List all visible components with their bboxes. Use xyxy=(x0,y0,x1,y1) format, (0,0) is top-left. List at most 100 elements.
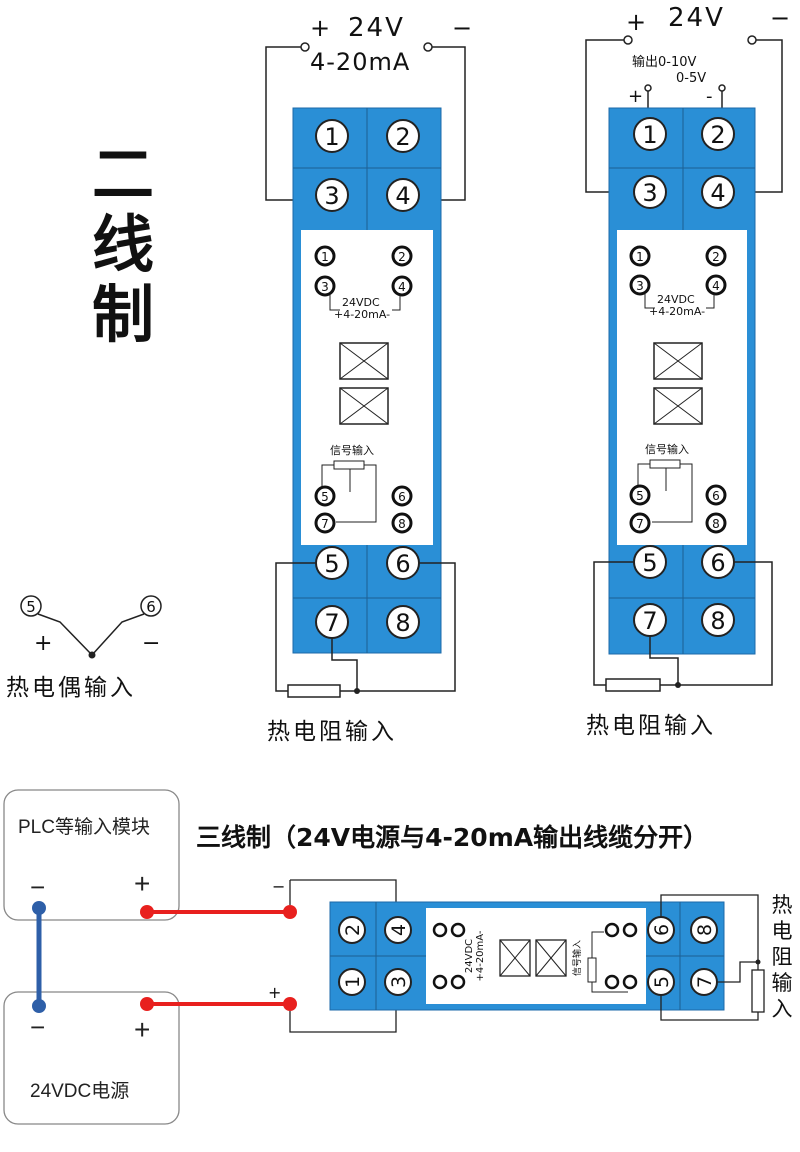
svg-text:7: 7 xyxy=(636,517,644,531)
left-module-caption: 热电阻输入 xyxy=(267,719,397,745)
svg-text:8: 8 xyxy=(395,609,410,637)
svg-text:5: 5 xyxy=(324,550,339,578)
svg-text:7: 7 xyxy=(324,609,339,637)
inner-label-4-20ma: +4-20mA- xyxy=(649,305,705,318)
svg-text:5: 5 xyxy=(642,549,657,577)
inner-terminal: 6 xyxy=(391,485,413,507)
tc-plus: + xyxy=(34,631,52,656)
display-icon xyxy=(653,342,703,425)
terminal-2: 2 xyxy=(701,117,735,151)
side-caption-char: 阻 xyxy=(771,945,793,969)
inner-terminal xyxy=(622,922,638,938)
terminal-5: 5 xyxy=(633,545,667,579)
left-signal-label: 4-20mA xyxy=(310,48,410,76)
tc-terminal-a: 5 xyxy=(26,598,36,616)
svg-text:1: 1 xyxy=(636,250,644,264)
right-module-caption: 热电阻输入 xyxy=(586,713,716,739)
terminal-6: 6 xyxy=(701,545,735,579)
plc-box-label: PLC等输入模块 xyxy=(18,817,150,838)
side-caption-char: 热 xyxy=(771,893,793,917)
right-supply-voltage: 24V xyxy=(668,3,725,33)
svg-text:1: 1 xyxy=(324,123,339,151)
display-icon xyxy=(499,939,567,977)
signal-input-label: 信号输入 xyxy=(645,442,689,456)
thermocouple-symbol: 5 6 + − xyxy=(20,595,162,659)
three-wire-side-caption: 热 电 阻 输 入 xyxy=(768,892,796,1022)
title-char: 制 xyxy=(91,278,154,351)
terminal-3: 3 xyxy=(633,175,667,209)
rtd-resistor-icon xyxy=(287,684,341,698)
svg-text:7: 7 xyxy=(694,976,716,988)
signal-input-label: 信号输入 xyxy=(330,443,374,457)
svg-text:7: 7 xyxy=(321,517,329,531)
right-output-label: 输出0-10V xyxy=(632,54,697,70)
wire-plus-label: + xyxy=(268,983,281,1002)
inner-terminal xyxy=(450,922,466,938)
svg-text:4: 4 xyxy=(712,279,720,293)
terminal-8: 8 xyxy=(386,605,420,639)
svg-text:3: 3 xyxy=(321,280,329,294)
svg-text:5: 5 xyxy=(636,489,644,503)
signal-input-label: 信号输入 xyxy=(571,940,583,976)
inner-terminal: 5 xyxy=(314,485,336,507)
inner-terminal: 8 xyxy=(705,512,727,534)
plc-minus-node xyxy=(32,901,46,915)
inner-terminal xyxy=(432,922,448,938)
terminal-7: 7 xyxy=(633,603,667,637)
terminal-5: 5 xyxy=(647,968,675,996)
inner-terminal: 6 xyxy=(705,484,727,506)
two-wire-title: 二 线 制 xyxy=(88,140,158,350)
power-box xyxy=(3,991,180,1125)
inner-terminal: 4 xyxy=(391,275,413,297)
side-caption-char: 入 xyxy=(771,997,793,1021)
left-supply-plus: + xyxy=(310,14,330,42)
svg-text:1: 1 xyxy=(342,976,364,988)
inner-terminal xyxy=(604,922,620,938)
inner-label-4-20ma: +4-20mA- xyxy=(334,308,390,321)
inner-terminal: 2 xyxy=(391,245,413,267)
power-box-label: 24VDC电源 xyxy=(30,1081,130,1102)
svg-text:8: 8 xyxy=(694,924,716,936)
inner-terminal xyxy=(450,974,466,990)
terminal-1: 1 xyxy=(315,119,349,153)
terminal-4: 4 xyxy=(386,178,420,212)
terminal-7: 7 xyxy=(315,605,349,639)
terminal-2: 2 xyxy=(338,916,366,944)
three-wire-heading: 三线制（24V电源与4-20mA输出线缆分开） xyxy=(196,823,709,852)
left-supply-voltage: 24V xyxy=(348,13,405,43)
svg-text:6: 6 xyxy=(395,550,410,578)
inner-label-4-20ma: +4-20mA- xyxy=(475,930,486,981)
terminal-4: 4 xyxy=(384,916,412,944)
display-icon xyxy=(339,342,389,425)
svg-text:2: 2 xyxy=(712,250,720,264)
svg-text:2: 2 xyxy=(395,123,410,151)
terminal-6: 6 xyxy=(386,546,420,580)
power-plus-label: + xyxy=(134,1014,151,1045)
svg-text:4: 4 xyxy=(395,182,410,210)
svg-text:8: 8 xyxy=(710,607,725,635)
plc-box xyxy=(3,789,180,921)
plc-minus-label: − xyxy=(30,872,46,902)
inner-terminal: 4 xyxy=(705,274,727,296)
terminal-4: 4 xyxy=(701,175,735,209)
terminal-3: 3 xyxy=(384,968,412,996)
thermocouple-caption: 热电偶输入 xyxy=(6,675,136,701)
tc-minus: − xyxy=(142,631,160,656)
svg-text:1: 1 xyxy=(321,250,329,264)
power-minus-label: − xyxy=(30,1012,46,1042)
inner-terminal: 7 xyxy=(314,512,336,534)
svg-text:5: 5 xyxy=(321,490,329,504)
left-supply-minus: − xyxy=(452,14,472,42)
side-caption-char: 输 xyxy=(771,971,793,995)
right-output-label-2: 0-5V xyxy=(676,71,706,86)
wire-minus-label: − xyxy=(272,877,285,896)
inner-terminal: 2 xyxy=(705,245,727,267)
svg-text:8: 8 xyxy=(712,517,720,531)
inner-terminal: 5 xyxy=(629,484,651,506)
svg-text:2: 2 xyxy=(398,250,406,264)
inner-terminal: 8 xyxy=(391,512,413,534)
svg-text:3: 3 xyxy=(636,279,644,293)
svg-text:3: 3 xyxy=(642,179,657,207)
svg-text:4: 4 xyxy=(388,924,410,936)
